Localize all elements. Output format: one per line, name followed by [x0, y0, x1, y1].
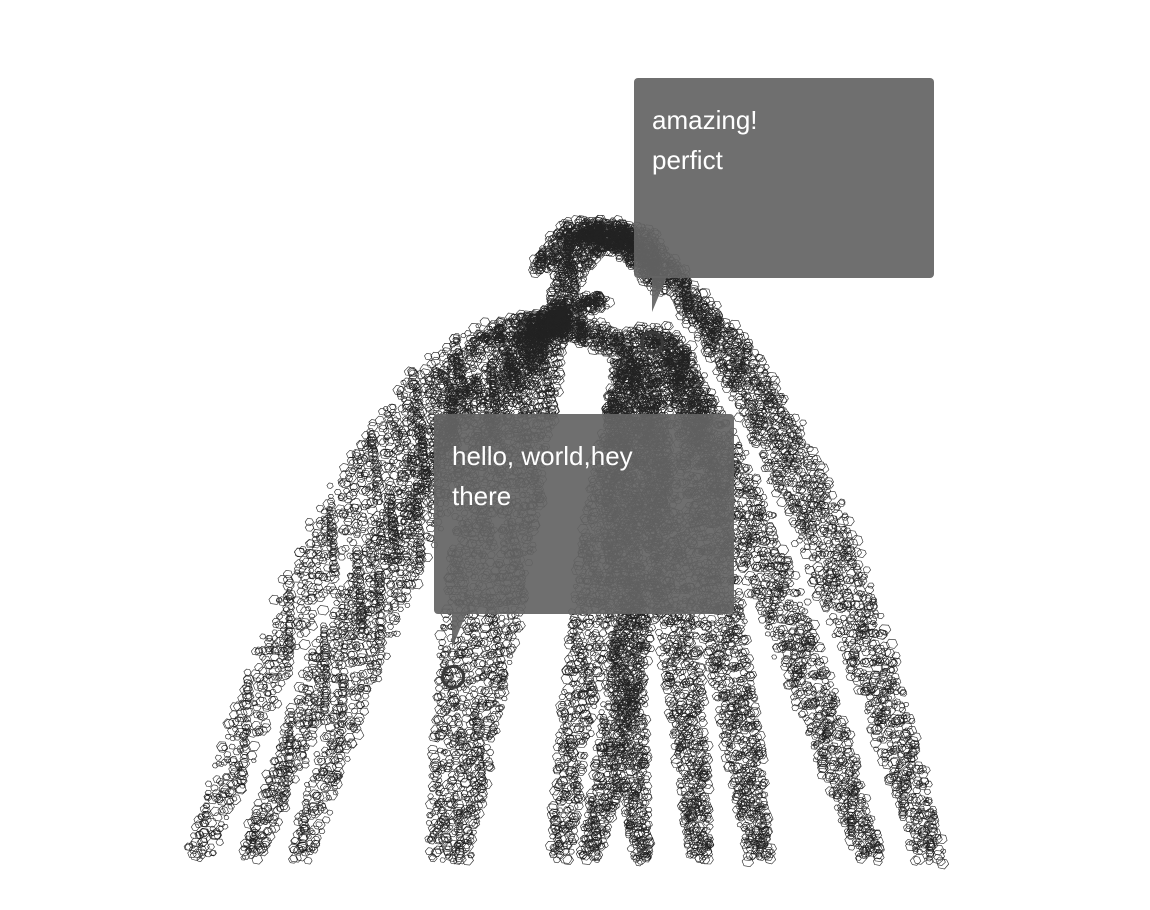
mesh-cells [670, 737, 714, 782]
mesh-cells [488, 366, 540, 411]
ring-marker-icon[interactable] [441, 665, 465, 689]
tooltip-tail [652, 276, 667, 312]
mesh-cells [328, 660, 383, 720]
mesh-cells [449, 804, 481, 866]
mesh-cells [675, 764, 715, 819]
mesh-cells [664, 340, 885, 866]
mesh-cells [605, 654, 649, 712]
annotation-line: perfict [652, 145, 723, 175]
mesh-cells [532, 322, 570, 369]
mesh-cells [302, 744, 346, 816]
mesh-cells [315, 476, 384, 541]
mesh-cells [203, 754, 251, 816]
mesh-cells [824, 765, 872, 815]
mesh-cells [313, 702, 365, 766]
mesh-cells [812, 737, 862, 791]
mesh-cells [739, 821, 777, 868]
mesh-cells [714, 703, 766, 757]
mesh-cells [880, 750, 933, 808]
mesh-cells [610, 689, 652, 744]
annotation-tooltip-bottom: hello, world,hey there [434, 414, 734, 648]
ring-marker-icon[interactable] [640, 331, 664, 355]
mesh-cells [250, 620, 311, 681]
mesh-cells [626, 828, 656, 867]
mesh-cells [502, 330, 549, 373]
mesh-cells [238, 812, 281, 865]
mesh-cells [553, 241, 597, 276]
mesh-cells [268, 580, 330, 641]
mesh-cells [746, 406, 807, 459]
mesh-cells [383, 459, 433, 511]
annotation-line: amazing! [652, 105, 758, 135]
mesh-cells [591, 220, 645, 254]
mesh-cells [905, 816, 950, 870]
mesh-cells [183, 798, 235, 862]
mesh-cells [343, 540, 402, 591]
mesh-cells [572, 290, 616, 315]
mesh-cells [578, 810, 615, 852]
mesh-cells [891, 782, 942, 838]
annotation-tooltip-top: amazing! perfict [634, 78, 934, 312]
mesh-cells [552, 728, 591, 786]
mesh-cells [229, 662, 292, 726]
annotation-line: there [452, 481, 512, 511]
mesh-cells [837, 797, 882, 847]
mesh-cells [463, 676, 510, 736]
tooltip-tail [452, 612, 467, 648]
mesh-cells [864, 689, 916, 744]
mesh-cells [563, 613, 611, 674]
mesh-cells [762, 447, 830, 494]
mesh-cells [679, 796, 714, 848]
mesh-cells [264, 733, 310, 787]
mesh-cells [660, 674, 710, 729]
mesh-cells [789, 681, 842, 736]
mesh-cells [555, 685, 601, 746]
mesh-cells [705, 652, 758, 701]
mesh-cells [329, 568, 387, 622]
mesh-cells [727, 767, 770, 814]
mesh-cells [710, 676, 760, 729]
mesh-cells [850, 662, 907, 721]
mesh-cells [790, 512, 859, 568]
mesh-cells [780, 485, 849, 545]
mesh-cells [620, 793, 653, 841]
mesh-cells [805, 702, 856, 758]
mesh-cells [425, 782, 461, 845]
mesh-cells [459, 718, 499, 777]
mesh-cells [541, 294, 575, 338]
mesh-cells [251, 769, 292, 827]
mesh-cells [720, 733, 769, 784]
mesh-cells [831, 608, 895, 665]
mesh-cells [841, 638, 902, 694]
annotation-line: hello, world,hey [452, 441, 633, 471]
mesh-cells [736, 547, 801, 600]
mesh-cells [760, 598, 821, 653]
mesh-cells [288, 799, 331, 865]
mesh-cells [545, 808, 581, 865]
mesh-cells [216, 703, 272, 771]
mesh-cells [811, 557, 877, 614]
mesh-cells [594, 714, 637, 766]
mesh-cells [820, 582, 885, 640]
mesh-cells [656, 645, 708, 695]
mesh-cells [427, 736, 469, 801]
mesh-cells [293, 663, 344, 718]
